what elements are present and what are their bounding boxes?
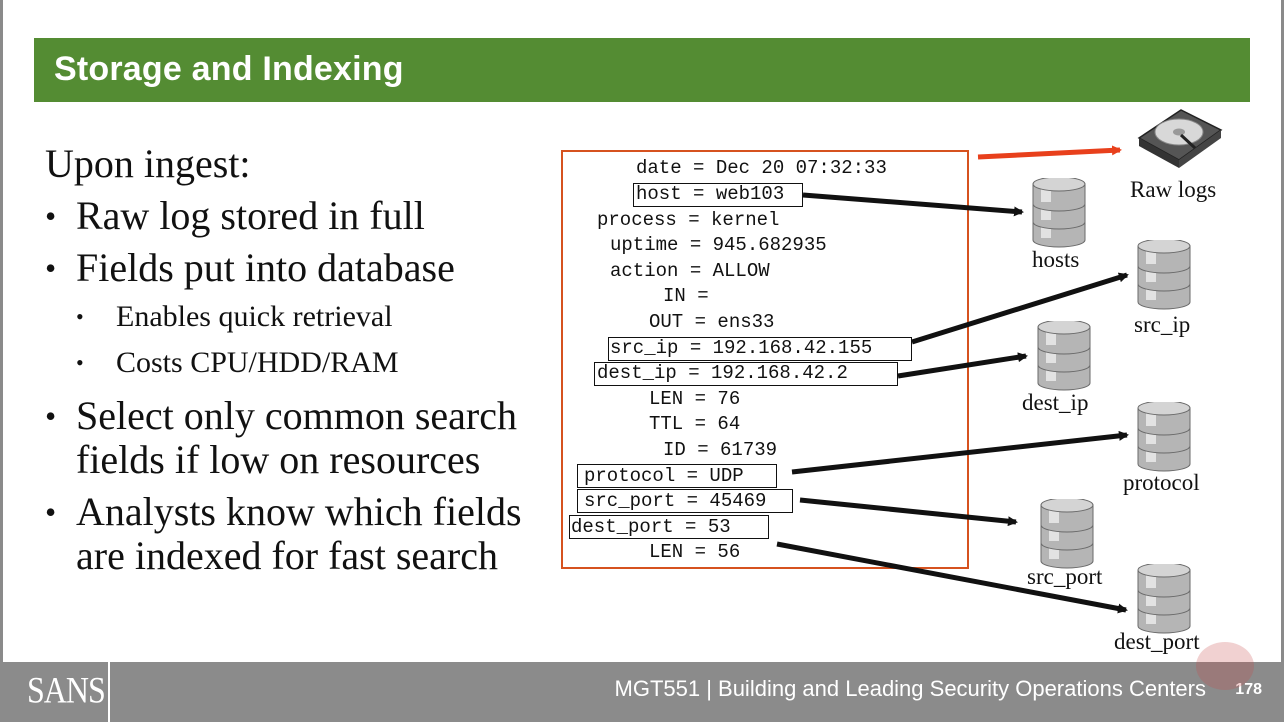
- highlight-host: [633, 183, 803, 207]
- database-icon-dest-ip: [1037, 321, 1091, 391]
- log-line: TTL = 64: [649, 413, 741, 435]
- log-line: src_ip = 192.168.42.155: [610, 337, 873, 359]
- log-line: ID = 61739: [663, 439, 778, 461]
- database-icon-hosts: [1032, 178, 1086, 248]
- label-dest-ip: dest_ip: [1022, 390, 1089, 415]
- sub-bullet-list: Enables quick retrieval Costs CPU/HDD/RA…: [76, 294, 545, 386]
- log-line: host = web103: [636, 183, 785, 205]
- database-icon-dest-port: [1137, 564, 1191, 634]
- page-number: 178: [1235, 681, 1262, 698]
- arrow-to-dest-port: [776, 541, 1128, 614]
- highlight-dest-ip: [594, 362, 898, 386]
- footer-bar: SANS MGT551 | Building and Leading Secur…: [0, 662, 1284, 722]
- log-line: process = kernel: [597, 209, 780, 231]
- bullet-item: Raw log stored in full: [45, 194, 545, 239]
- window-edge-right: [1281, 0, 1284, 662]
- bullet-item: Select only common search fields if low …: [45, 394, 545, 482]
- arrow-to-raw-logs: [977, 145, 1122, 160]
- course-title: MGT551 | Building and Leading Security O…: [614, 676, 1207, 701]
- bullet-item: Analysts know which fields are indexed f…: [45, 490, 545, 578]
- log-line: action = ALLOW: [610, 260, 770, 282]
- lead-text: Upon ingest:: [45, 141, 251, 186]
- arrow-to-src-port: [799, 497, 1018, 527]
- highlight-src-ip: [608, 337, 912, 361]
- arrow-to-src-ip: [911, 272, 1129, 345]
- log-line: src_port = 45469: [584, 490, 767, 512]
- sub-bullet-item: Costs CPU/HDD/RAM: [76, 340, 545, 386]
- bullet-content: Upon ingest: Raw log stored in full Fiel…: [45, 140, 545, 586]
- log-line: OUT = ens33: [649, 311, 775, 333]
- highlight-dest-port: [569, 515, 769, 539]
- database-icon-src-port: [1040, 499, 1094, 569]
- highlight-protocol: [577, 464, 777, 488]
- database-icon-src-ip: [1137, 240, 1191, 310]
- title-bar: Storage and Indexing: [34, 38, 1250, 102]
- label-dest-port: dest_port: [1114, 629, 1200, 654]
- label-src-port: src_port: [1027, 564, 1103, 589]
- log-line: date = Dec 20 07:32:33: [636, 157, 887, 179]
- log-record-box: [561, 150, 969, 569]
- log-line: protocol = UDP: [584, 465, 744, 487]
- label-protocol: protocol: [1123, 470, 1200, 495]
- footer-divider: [108, 662, 110, 722]
- arrow-to-protocol: [791, 430, 1129, 475]
- sans-logo: SANS: [27, 669, 106, 711]
- highlight-src-port: [577, 489, 793, 513]
- arrow-to-dest-ip: [897, 352, 1028, 379]
- sub-bullet-item: Enables quick retrieval: [76, 294, 545, 340]
- database-icon-protocol: [1137, 402, 1191, 472]
- log-line: LEN = 76: [649, 388, 741, 410]
- log-line: uptime = 945.682935: [610, 234, 827, 256]
- slide-title: Storage and Indexing: [54, 50, 404, 88]
- log-line: LEN = 56: [649, 541, 741, 563]
- hard-drive-icon: [1137, 109, 1223, 168]
- bullet-list: Raw log stored in full Fields put into d…: [45, 194, 545, 578]
- label-src-ip: src_ip: [1134, 312, 1191, 337]
- bullet-item: Fields put into database Enables quick r…: [45, 245, 545, 387]
- watermark-logo: [1196, 642, 1254, 690]
- bullet-item-label: Fields put into database: [76, 245, 455, 290]
- window-edge-left: [0, 0, 3, 662]
- label-hosts: hosts: [1032, 247, 1080, 272]
- arrow-to-hosts: [802, 192, 1024, 217]
- log-line: IN =: [663, 285, 709, 307]
- label-raw-logs: Raw logs: [1130, 177, 1217, 202]
- log-line: dest_port = 53: [571, 516, 731, 538]
- log-line: dest_ip = 192.168.42.2: [597, 362, 848, 384]
